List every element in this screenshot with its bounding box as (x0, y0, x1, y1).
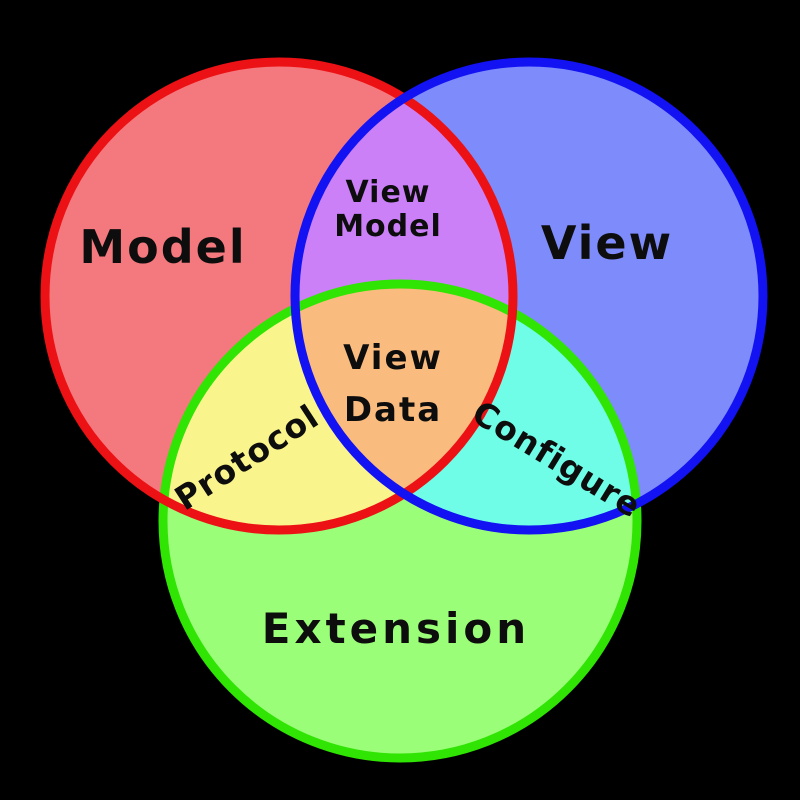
view-circle-outline (290, 57, 768, 535)
view-model-label-line1: View (345, 175, 430, 210)
extension-circle-outline (158, 279, 642, 763)
extension-label: Extension (262, 604, 530, 653)
view-model-label-line2: Model (334, 209, 442, 244)
model-label: Model (79, 220, 246, 274)
view-data-label-line2: Data (344, 390, 442, 430)
view-label: View (541, 216, 673, 270)
model-circle-outline (40, 57, 518, 535)
view-data-label-line1: View (343, 338, 443, 378)
